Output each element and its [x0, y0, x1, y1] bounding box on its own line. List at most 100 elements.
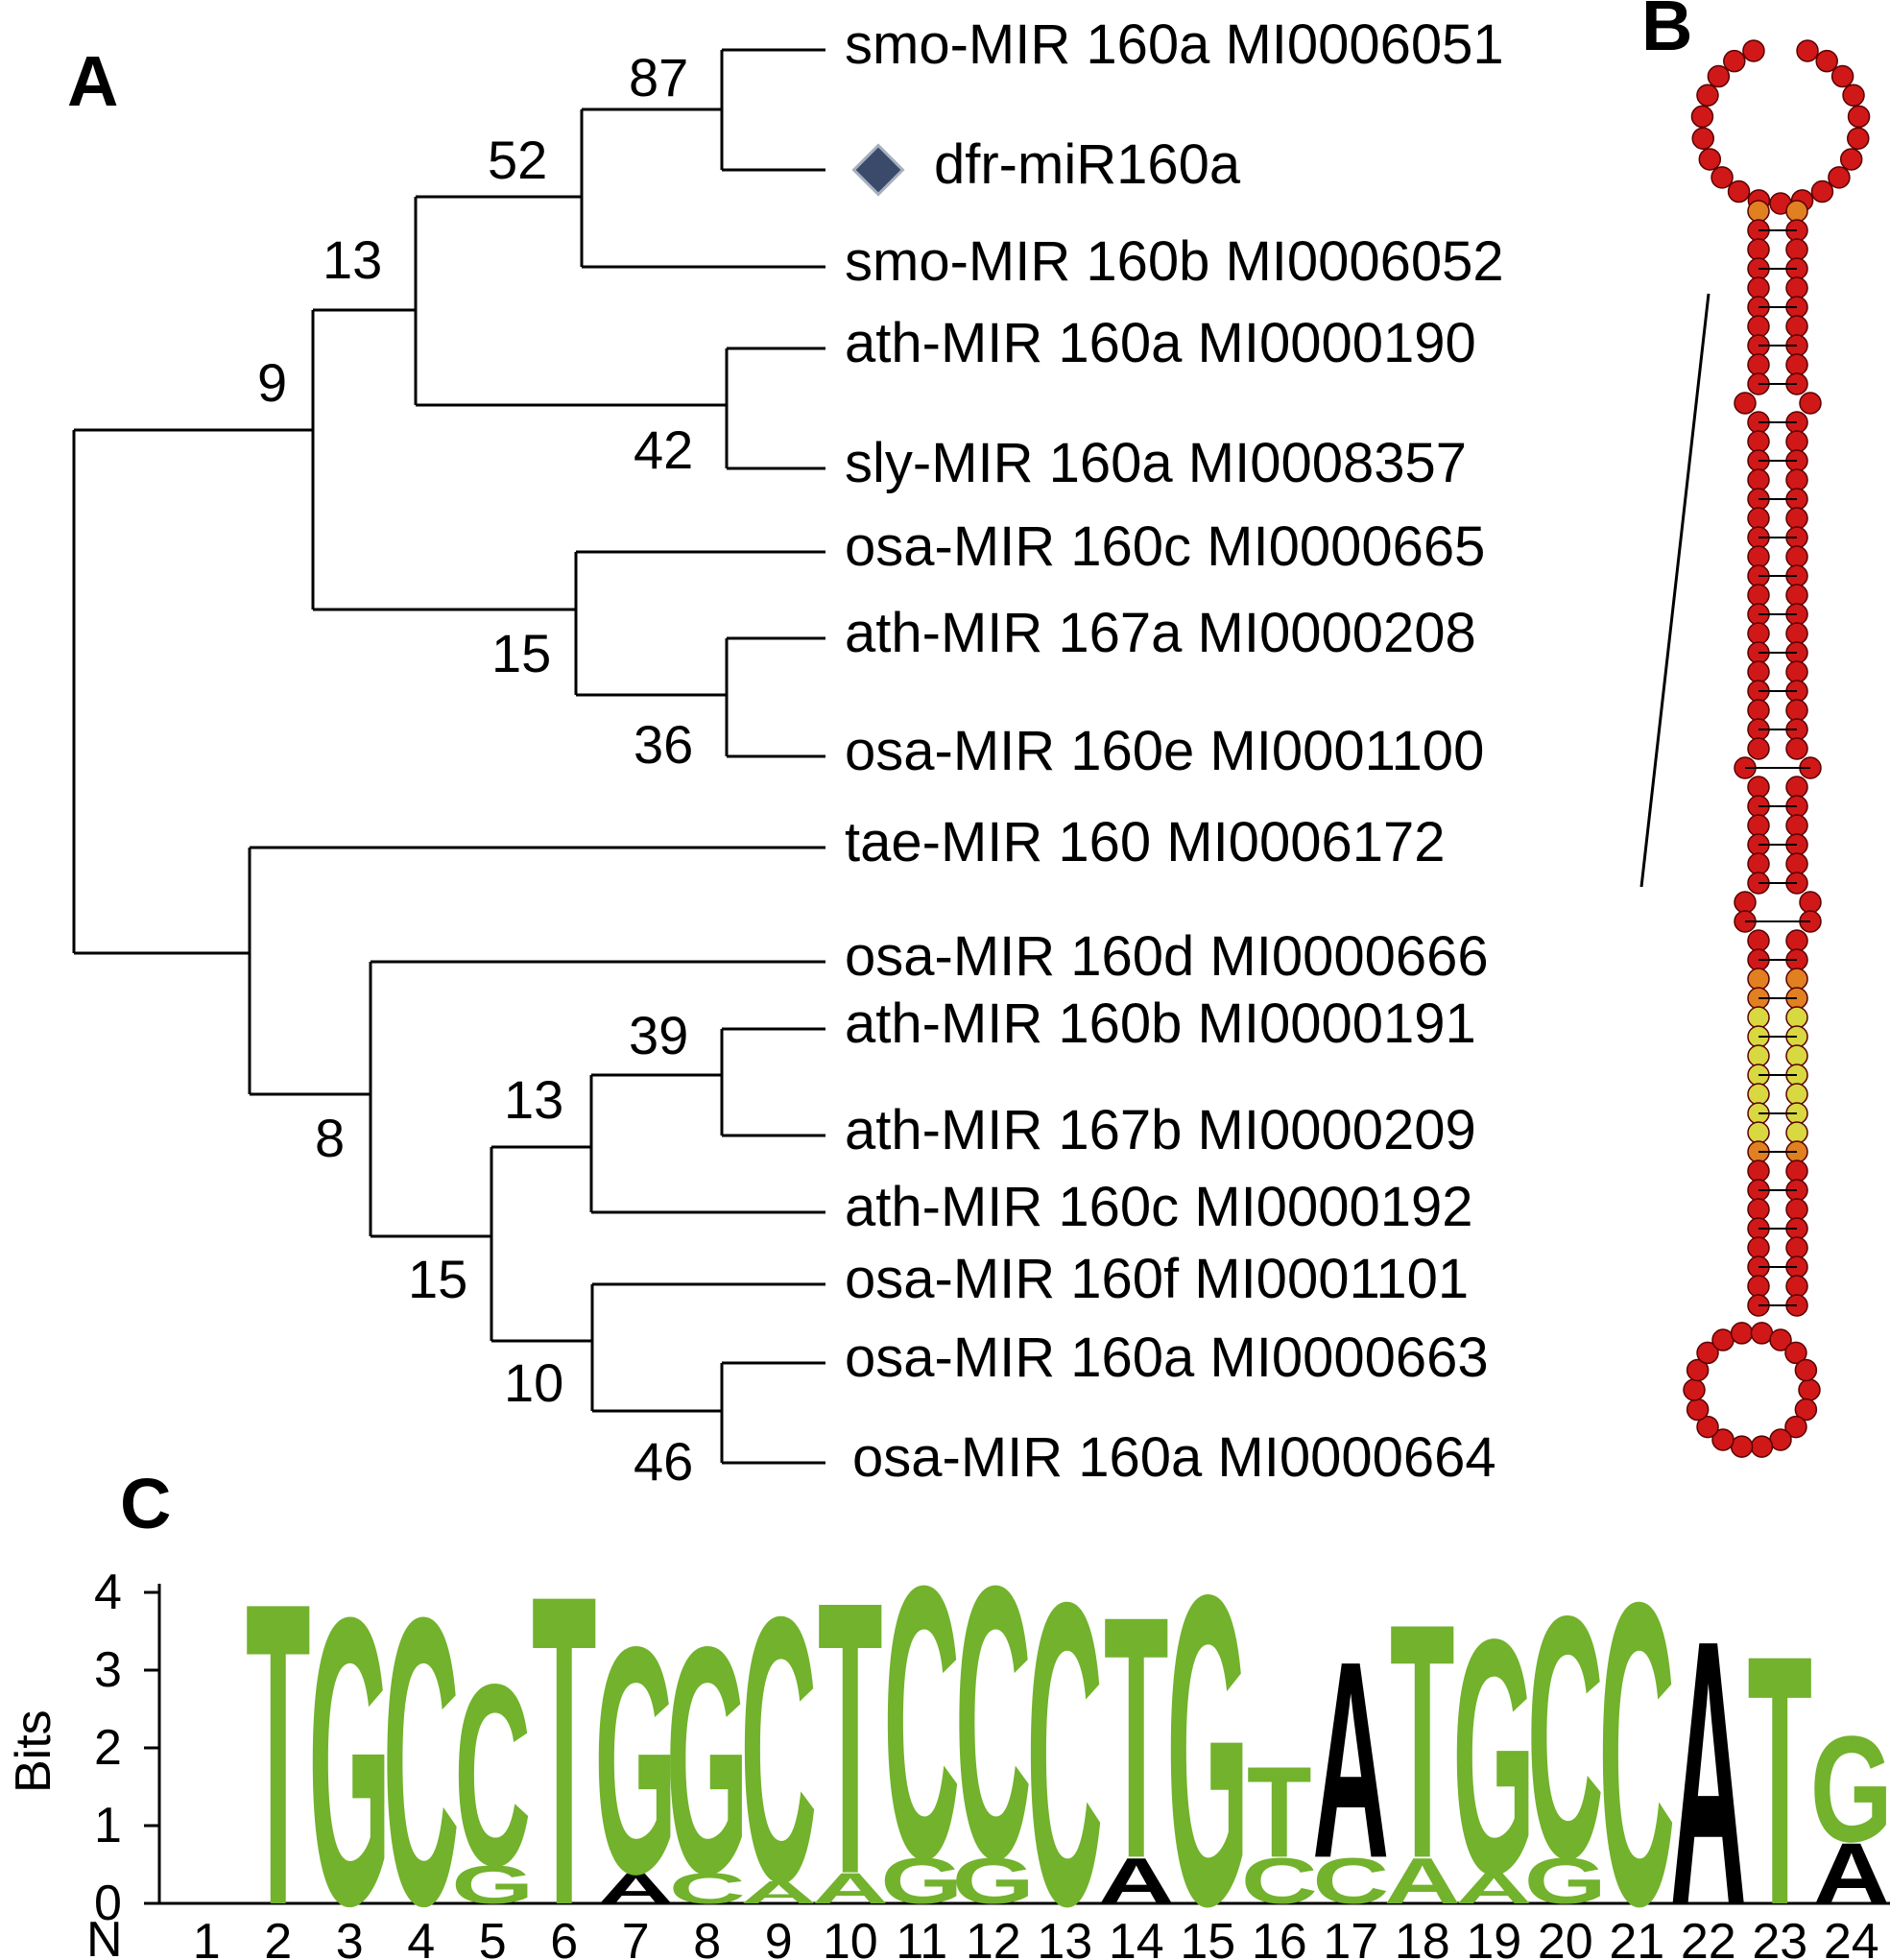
- bootstrap-values: 87 52 13 9 42 15 36 39 13 8 15 10 46: [257, 47, 693, 1492]
- logo-letter-g: G: [880, 1846, 963, 1918]
- nucleotide-bead: [1794, 1358, 1818, 1382]
- position-label: 19: [1466, 1914, 1521, 1960]
- mature-region-indicator: [1639, 293, 1711, 888]
- nucleotide-bead: [1785, 622, 1808, 645]
- bootstrap-label: 15: [491, 623, 551, 683]
- logo-letter-t: T: [1747, 1582, 1812, 1960]
- nucleotide-bead: [1747, 968, 1770, 991]
- nucleotide-bead: [1698, 148, 1722, 171]
- logo-letter-a: A: [1098, 1846, 1175, 1918]
- bootstrap-label: 46: [634, 1431, 693, 1492]
- nucleotide-bead: [1784, 1341, 1807, 1365]
- logo-letter-c: C: [669, 1864, 746, 1912]
- logo-letter-g: G: [1524, 1846, 1607, 1918]
- nucleotide-bead: [1747, 430, 1770, 453]
- leaf-label: osa-MIR 160e MI0001100: [845, 720, 1484, 782]
- position-label: 16: [1252, 1914, 1307, 1960]
- logo-letter-t: T: [1247, 1740, 1312, 1885]
- nucleotide-bead: [1691, 127, 1714, 150]
- position-label: 14: [1109, 1914, 1164, 1960]
- leaf-label: ath-MIR 160a MI0000190: [845, 312, 1476, 374]
- nucleotide-bead: [1785, 699, 1808, 722]
- nucleotide-bead: [1847, 105, 1871, 129]
- nucleotide-bead: [1799, 891, 1822, 914]
- nucleotide-bead: [1747, 929, 1770, 952]
- nucleotide-bead: [1810, 179, 1834, 203]
- nucleotide-bead: [1747, 1275, 1770, 1298]
- nucleotide-bead: [1842, 84, 1865, 108]
- nucleotide-bead: [1785, 1083, 1808, 1106]
- nucleotide-bead: [1785, 1121, 1808, 1144]
- nucleotide-bead: [1747, 699, 1770, 722]
- logo-letter-a: A: [1455, 1864, 1532, 1912]
- leaf-label: ath-MIR 160b MI0000191: [845, 992, 1476, 1055]
- logo-letter-t: T: [818, 1520, 883, 1955]
- nucleotide-bead: [1747, 1236, 1770, 1259]
- nucleotide-bead: [1785, 276, 1808, 299]
- nucleotide-bead: [1723, 49, 1746, 73]
- nucleotide-bead: [1815, 49, 1838, 73]
- nucleotide-bead: [1727, 179, 1751, 203]
- logo-letter-g: G: [666, 1581, 749, 1942]
- logo-letter-a: A: [812, 1864, 889, 1912]
- leaf-label: osa-MIR 160a MI0000664: [852, 1426, 1496, 1489]
- logo-letter-c: C: [1598, 1513, 1675, 1960]
- logo-letter-g: G: [308, 1533, 391, 1960]
- position-label: 22: [1681, 1914, 1736, 1960]
- nucleotide-bead: [1785, 968, 1808, 991]
- nucleotide-bead: [1747, 660, 1770, 683]
- position-label: 20: [1538, 1914, 1593, 1960]
- leaf-label-highlight: dfr-miR160a: [934, 133, 1241, 196]
- panel-a-label: A: [67, 41, 118, 121]
- bootstrap-label: 42: [634, 419, 693, 480]
- leaf-label: ath-MIR 167b MI0000209: [845, 1099, 1476, 1161]
- leaf-label: osa-MIR 160a MI0000663: [845, 1327, 1489, 1389]
- nucleotide-bead: [1747, 1121, 1770, 1144]
- nucleotide-bead: [1785, 200, 1808, 223]
- logo-letter-c: C: [383, 1533, 460, 1960]
- nucleotide-bead: [1785, 852, 1808, 875]
- phylogenetic-tree: [72, 48, 825, 1465]
- logo-letter-a: A: [1312, 1603, 1389, 1917]
- y-tick-label: 3: [94, 1642, 122, 1698]
- position-label: 3: [336, 1914, 364, 1960]
- y-tick-label: 0: [94, 1876, 122, 1931]
- bootstrap-label: 52: [488, 130, 547, 190]
- position-label: 8: [693, 1914, 721, 1960]
- nucleotide-bead: [1686, 1398, 1710, 1422]
- nucleotide-bead: [1785, 430, 1808, 453]
- logo-letter-c: C: [955, 1504, 1032, 1939]
- panel-c-label: C: [120, 1464, 171, 1543]
- leaf-label: smo-MIR 160a MI0006051: [845, 13, 1504, 76]
- logo-letter-c: C: [1241, 1846, 1318, 1918]
- nucleotide-bead: [1747, 1083, 1770, 1106]
- position-label: 1: [193, 1914, 221, 1960]
- nucleotide-bead: [1711, 1328, 1734, 1351]
- logo-letter-a: A: [1813, 1827, 1890, 1923]
- nucleotide-bead: [1747, 1044, 1770, 1067]
- nucleotide-bead: [1784, 1415, 1807, 1439]
- nucleotide-bead: [1683, 1378, 1706, 1401]
- nucleotide-bead: [1696, 84, 1719, 108]
- nucleotide-bead: [1686, 1358, 1710, 1382]
- nucleotide-bead: [1747, 622, 1770, 645]
- nucleotide-bead: [1785, 660, 1808, 683]
- bootstrap-label: 13: [323, 229, 382, 290]
- bootstrap-label: 36: [634, 714, 693, 775]
- logo-letter-g: G: [1166, 1503, 1249, 1960]
- logo-letter-t: T: [246, 1513, 311, 1960]
- nucleotide-bead: [1747, 1006, 1770, 1029]
- nucleotide-bead: [1734, 392, 1757, 415]
- nucleotide-bead: [1785, 1198, 1808, 1221]
- nucleotide-bead: [1785, 353, 1808, 376]
- position-label: 7: [622, 1914, 650, 1960]
- nucleotide-bead: [1747, 584, 1770, 607]
- nucleotide-bead: [1747, 353, 1770, 376]
- nucleotide-bead: [1747, 776, 1770, 799]
- nucleotide-bead: [1769, 1328, 1792, 1351]
- position-label: 11: [896, 1914, 947, 1960]
- nucleotide-bead: [1747, 1198, 1770, 1221]
